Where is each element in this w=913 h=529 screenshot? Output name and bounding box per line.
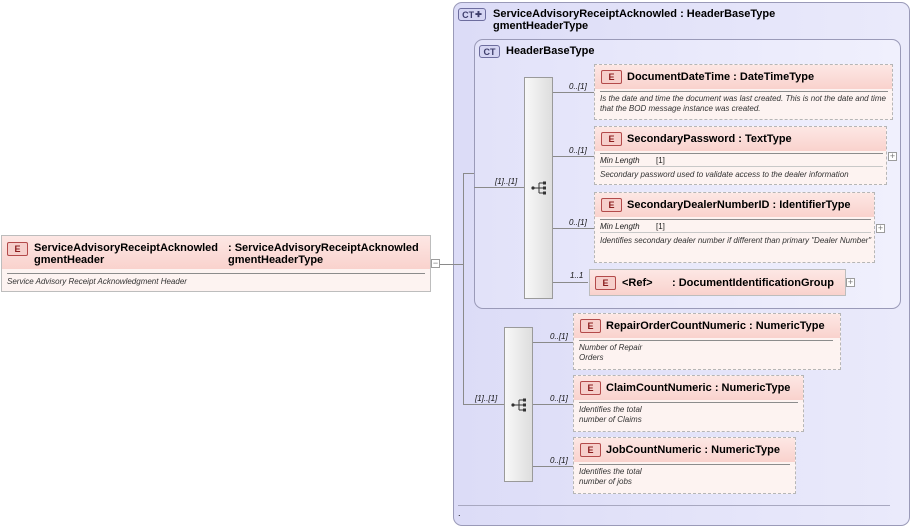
element-separator [600, 219, 871, 220]
connector [474, 187, 524, 188]
element-cardinality: 1..1 [570, 271, 584, 280]
element-header [574, 314, 840, 338]
facet-value: [1] [656, 222, 665, 231]
element-separator [600, 153, 883, 154]
element-name: JobCountNumeric : NumericType [606, 444, 780, 456]
expand-plus-icon[interactable]: + [846, 277, 855, 287]
expand-plus-icon[interactable]: + [888, 151, 897, 161]
root-element[interactable]: E ServiceAdvisoryReceiptAcknowled gmentH… [1, 235, 431, 292]
element-badge: E [580, 319, 601, 333]
element-separator [579, 402, 798, 403]
element-doc: Number of Repair Orders [579, 343, 643, 362]
element-cardinality: 0..[1] [569, 218, 587, 227]
element-badge: E [580, 443, 601, 457]
element-doc: Secondary password used to validate acce… [600, 170, 849, 179]
element-cardinality: 0..[1] [569, 146, 587, 155]
facet-label: Min Length [600, 222, 640, 231]
element-name: SecondaryPassword : TextType [627, 133, 792, 145]
element-badge: E [580, 381, 601, 395]
element-document-identification-group[interactable]: E <Ref> : DocumentIdentificationGroup [589, 269, 846, 296]
inner-sequence-cardinality: [1]..[1] [495, 177, 518, 186]
connector [533, 342, 573, 343]
element-header [595, 65, 892, 89]
element-separator [600, 91, 888, 92]
element-badge: E [601, 132, 622, 146]
sequence-icon [531, 181, 546, 195]
outer-footer-separator [458, 505, 890, 506]
element-header [595, 127, 886, 151]
element-document-date-time[interactable]: E DocumentDateTime : DateTimeType Is the… [594, 64, 893, 120]
element-cardinality: 0..[1] [550, 456, 568, 465]
element-separator [600, 232, 871, 233]
element-name: RepairOrderCountNumeric : NumericType [606, 320, 825, 332]
root-element-doc: Service Advisory Receipt Acknowledgment … [7, 277, 187, 286]
element-badge: E [601, 198, 622, 212]
connector [552, 156, 594, 157]
outer-footer-text: . [458, 508, 461, 518]
connector [552, 282, 588, 283]
facet-label: Min Length [600, 156, 640, 165]
element-cardinality: 0..[1] [550, 394, 568, 403]
inner-sequence[interactable] [524, 77, 553, 299]
element-cardinality: 0..[1] [569, 82, 587, 91]
collapse-minus-icon[interactable]: − [431, 258, 440, 268]
element-name: <Ref> [622, 277, 653, 289]
element-header [574, 438, 795, 462]
connector [463, 404, 504, 405]
element-header [590, 270, 845, 295]
element-separator [579, 464, 790, 465]
element-badge: E [595, 276, 616, 290]
element-separator [579, 340, 833, 341]
outer-sequence[interactable] [504, 327, 533, 482]
element-header [595, 193, 874, 217]
inner-complex-type-title: HeaderBaseType [506, 45, 595, 57]
sequence-icon [511, 398, 526, 412]
element-name: DocumentDateTime : DateTimeType [627, 71, 815, 83]
connector [440, 264, 464, 265]
element-cardinality: 0..[1] [550, 332, 568, 341]
outer-sequence-cardinality: [1]..[1] [475, 394, 498, 403]
element-secondary-password[interactable]: E SecondaryPassword : TextType Min Lengt… [594, 126, 887, 185]
root-element-name: ServiceAdvisoryReceiptAcknowled gmentHea… [34, 242, 219, 266]
element-header [574, 376, 803, 400]
element-doc: Identifies the total number of jobs [579, 467, 642, 486]
root-separator [7, 273, 425, 274]
element-badge: E [7, 242, 28, 256]
outer-complex-type-title: ServiceAdvisoryReceiptAcknowled : Header… [493, 8, 776, 32]
element-type: : DocumentIdentificationGroup [672, 277, 834, 289]
element-doc: Identifies the total number of Claims [579, 405, 642, 424]
element-claim-count-numeric[interactable]: E ClaimCountNumeric : NumericType Identi… [573, 375, 804, 432]
element-secondary-dealer-number-id[interactable]: E SecondaryDealerNumberID : IdentifierTy… [594, 192, 875, 263]
element-badge: E [601, 70, 622, 84]
complex-type-badge-icon: CT✚ [458, 8, 486, 21]
element-doc: Is the date and time the document was la… [600, 94, 886, 113]
element-repair-order-count-numeric[interactable]: E RepairOrderCountNumeric : NumericType … [573, 313, 841, 370]
root-element-type: : ServiceAdvisoryReceiptAcknowled gmentH… [228, 242, 419, 266]
connector [533, 466, 573, 467]
root-element-header [2, 236, 430, 269]
facet-value: [1] [656, 156, 665, 165]
connector [552, 92, 594, 93]
element-name: ClaimCountNumeric : NumericType [606, 382, 791, 394]
expand-plus-icon[interactable]: + [876, 223, 885, 233]
element-name: SecondaryDealerNumberID : IdentifierType [627, 199, 851, 211]
element-separator [600, 166, 883, 167]
element-job-count-numeric[interactable]: E JobCountNumeric : NumericType Identifi… [573, 437, 796, 494]
connector [463, 173, 474, 174]
connector [533, 404, 573, 405]
element-doc: Identifies secondary dealer number if di… [600, 236, 872, 245]
connector [552, 228, 594, 229]
connector [463, 173, 464, 405]
complex-type-badge-icon: CT [479, 45, 500, 58]
